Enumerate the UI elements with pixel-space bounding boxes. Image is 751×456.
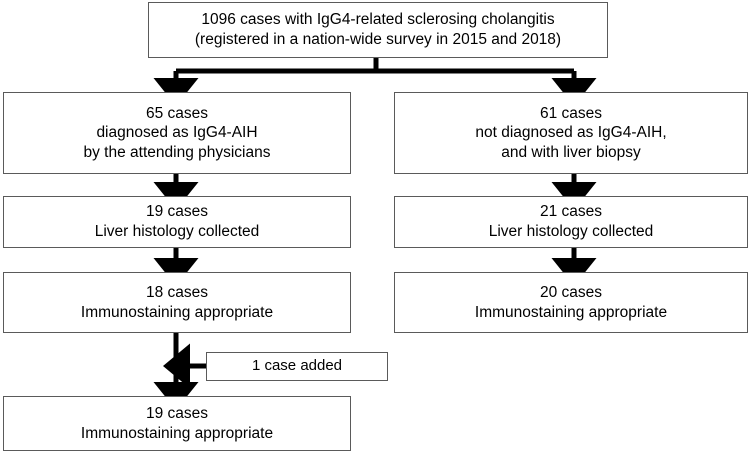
node-right-3-line-2: Immunostaining appropriate xyxy=(474,303,668,321)
node-right-branch-step-2: 21 cases Liver histology collected xyxy=(394,196,748,248)
node-left-3-line-2: Immunostaining appropriate xyxy=(80,303,274,321)
node-left-4-line-2: Immunostaining appropriate xyxy=(80,424,274,442)
edge-root-split xyxy=(176,58,574,74)
node-case-added: 1 case added xyxy=(206,352,388,381)
node-left-branch-step-4: 19 cases Immunostaining appropriate xyxy=(3,396,351,451)
node-right-branch-step-3: 20 cases Immunostaining appropriate xyxy=(394,272,748,333)
node-left-3-line-1: 18 cases xyxy=(145,283,209,301)
node-right-2-line-1: 21 cases xyxy=(539,203,603,221)
node-left-4-line-1: 19 cases xyxy=(145,404,209,422)
node-right-1-line-1: 61 cases xyxy=(539,104,603,122)
node-root-line-2: (registered in a nation-wide survey in 2… xyxy=(194,31,562,48)
node-left-2-line-1: 19 cases xyxy=(145,203,209,221)
node-left-branch-step-3: 18 cases Immunostaining appropriate xyxy=(3,272,351,333)
node-left-1-line-1: 65 cases xyxy=(145,104,209,122)
node-root-cohort: 1096 cases with IgG4-related sclerosing … xyxy=(148,2,608,58)
node-right-1-line-2: not diagnosed as IgG4-AIH, xyxy=(475,124,667,142)
node-left-1-line-3: by the attending physicians xyxy=(83,143,271,161)
node-right-1-line-3: and with liver biopsy xyxy=(501,143,641,161)
node-added-line-1: 1 case added xyxy=(251,357,343,375)
node-right-2-line-2: Liver histology collected xyxy=(488,223,654,240)
node-left-branch-step-2: 19 cases Liver histology collected xyxy=(3,196,351,248)
node-root-line-1: 1096 cases with IgG4-related sclerosing … xyxy=(201,11,555,29)
node-left-2-line-2: Liver histology collected xyxy=(94,223,260,240)
node-right-branch-step-1: 61 cases not diagnosed as IgG4-AIH, and … xyxy=(394,92,748,174)
node-left-1-line-2: diagnosed as IgG4-AIH xyxy=(96,124,258,142)
node-left-branch-step-1: 65 cases diagnosed as IgG4-AIH by the at… xyxy=(3,92,351,174)
node-right-3-line-1: 20 cases xyxy=(539,283,603,301)
